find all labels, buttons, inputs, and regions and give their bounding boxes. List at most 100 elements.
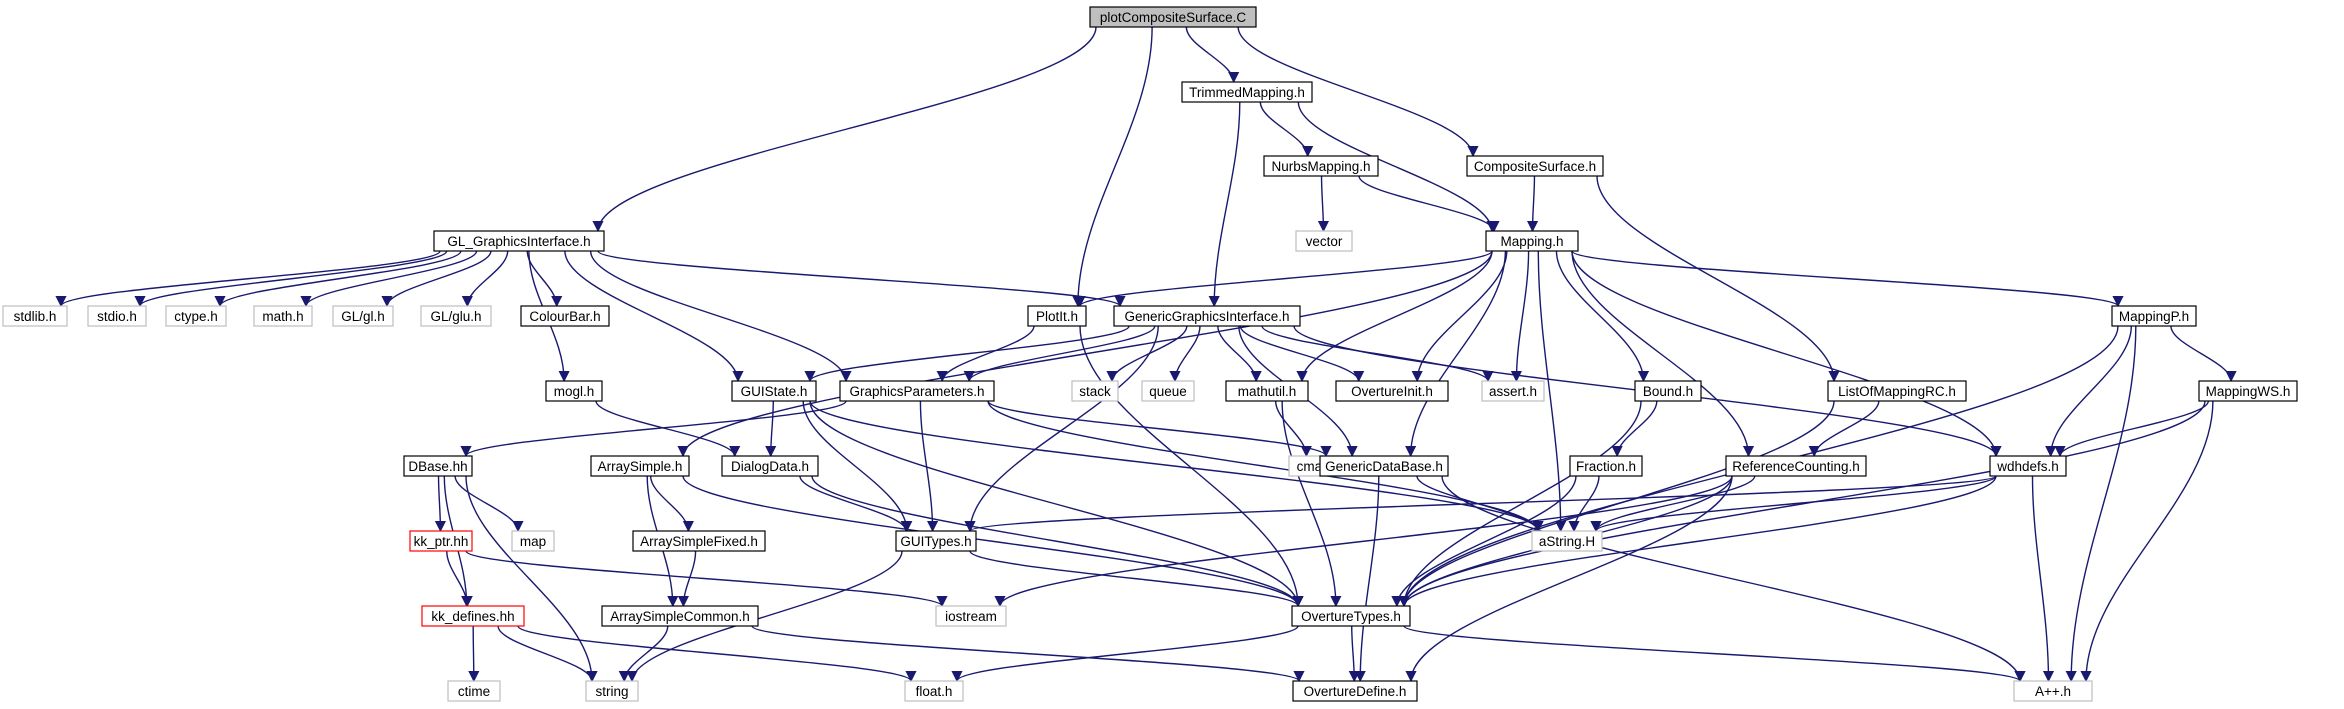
edge-Mapping_h-to-wdhdefs_h	[1571, 250, 2002, 458]
node-stdlib_h: stdlib.h	[2, 305, 68, 327]
node-box	[585, 680, 639, 702]
node-MappingP_h[interactable]: MappingP.h	[2111, 305, 2197, 327]
node-label: OvertureInit.h	[1351, 384, 1433, 399]
edge-GUIState_h-to-aString_H	[809, 400, 1544, 533]
edge-kk_defines_hh-to-ctime	[468, 625, 480, 683]
edge-PlotIt_h-to-GraphicsParameters_h	[936, 325, 1035, 383]
edge-ListOfMappingRC_h-to-OvertureTypes_h	[1398, 400, 1835, 608]
node-Fraction_h[interactable]: Fraction.h	[1569, 455, 1643, 477]
node-box	[1725, 455, 1867, 477]
node-label: string	[595, 684, 628, 699]
node-MappingWS_h[interactable]: MappingWS.h	[2198, 380, 2298, 402]
node-wdhdefs_h[interactable]: wdhdefs.h	[1989, 455, 2067, 477]
node-CompositeSurface_h[interactable]: CompositeSurface.h	[1466, 155, 1604, 177]
edge-kk_ptr_hh-to-kk_defines_hh	[446, 550, 473, 608]
node-box	[731, 380, 817, 402]
edge-CompositeSurface_h-to-ListOfMappingRC_h	[1596, 175, 1840, 383]
node-aString_H: aString.H	[1531, 530, 1603, 552]
node-box	[632, 530, 766, 552]
node-NurbsMapping_h[interactable]: NurbsMapping.h	[1263, 155, 1379, 177]
edge-NurbsMapping_h-to-Mapping_h	[1358, 175, 1500, 233]
node-DialogData_h[interactable]: DialogData.h	[721, 455, 819, 477]
edge-OvertureTypes_h-to-float_h	[951, 625, 1299, 683]
node-GUITypes_h[interactable]: GUITypes.h	[895, 530, 977, 552]
node-GUIState_h[interactable]: GUIState.h	[731, 380, 817, 402]
node-box	[1466, 155, 1604, 177]
node-kk_ptr_hh[interactable]: kk_ptr.hh	[409, 530, 473, 552]
edge-GL_GraphicsInterface_h-to-GenericGraphicsInterface_h	[597, 250, 1126, 308]
node-label: MappingP.h	[2119, 309, 2189, 324]
node-label: float.h	[916, 684, 953, 699]
node-label: A++.h	[2035, 684, 2071, 699]
edge-DBase_hh-to-kk_ptr_hh	[434, 475, 447, 533]
node-box	[590, 455, 690, 477]
node-ArraySimpleCommon_h[interactable]: ArraySimpleCommon.h	[601, 605, 759, 627]
node-label: GenericDataBase.h	[1325, 459, 1443, 474]
edge-MappingP_h-to-MappingWS_h	[2170, 325, 2237, 383]
node-label: kk_defines.hh	[431, 609, 514, 624]
node-box	[447, 680, 501, 702]
edge-TrimmedMapping_h-to-Mapping_h	[1297, 101, 1498, 233]
node-box	[403, 455, 473, 477]
node-vector: vector	[1295, 230, 1353, 252]
node-OvertureTypes_h[interactable]: OvertureTypes.h	[1291, 605, 1411, 627]
node-box	[839, 380, 995, 402]
edge-GL_GraphicsInterface_h-to-GraphicsParameters_h	[589, 250, 852, 383]
edge-ArraySimple_h-to-ArraySimpleFixed_h	[649, 475, 694, 533]
node-label: GL_GraphicsInterface.h	[447, 234, 590, 249]
edge-GL_GraphicsInterface_h-to-GUIState_h	[564, 250, 744, 383]
node-label: OvertureTypes.h	[1301, 609, 1401, 624]
edge-OvertureTypes_h-to-OvertureDefine_h	[1348, 625, 1360, 683]
node-OvertureInit_h[interactable]: OvertureInit.h	[1335, 380, 1449, 402]
node-stack: stack	[1071, 380, 1119, 402]
node-box	[253, 305, 313, 327]
node-box	[520, 305, 610, 327]
node-Bound_h[interactable]: Bound.h	[1634, 380, 1702, 402]
node-label: mogl.h	[554, 384, 595, 399]
node-label: DBase.hh	[408, 459, 467, 474]
edge-ArraySimpleFixed_h-to-ArraySimpleCommon_h	[677, 550, 697, 608]
edge-Mapping_h-to-GenericDataBase_h	[1405, 250, 1507, 458]
node-GenericGraphicsInterface_h[interactable]: GenericGraphicsInterface.h	[1113, 305, 1301, 327]
node-ColourBar_h[interactable]: ColourBar.h	[520, 305, 610, 327]
node-label: stdlib.h	[14, 309, 57, 324]
node-GL_glu_h: GL/glu.h	[420, 305, 492, 327]
node-ReferenceCounting_h[interactable]: ReferenceCounting.h	[1725, 455, 1867, 477]
edge-mathutil_h-to-cmath	[1274, 400, 1312, 458]
node-kk_defines_hh[interactable]: kk_defines.hh	[421, 605, 525, 627]
node-GenericDataBase_h[interactable]: GenericDataBase.h	[1319, 455, 1449, 477]
node-label: kk_ptr.hh	[414, 534, 469, 549]
node-Mapping_h[interactable]: Mapping.h	[1485, 230, 1579, 252]
node-label: GUIState.h	[741, 384, 808, 399]
node-OvertureDefine_h[interactable]: OvertureDefine.h	[1292, 680, 1418, 702]
node-label: GUITypes.h	[900, 534, 971, 549]
node-mathutil_h[interactable]: mathutil.h	[1225, 380, 1309, 402]
edge-GenericGraphicsInterface_h-to-mathutil_h	[1217, 325, 1262, 383]
edge-GL_GraphicsInterface_h-to-GL_gl_h	[381, 250, 492, 308]
node-ArraySimpleFixed_h[interactable]: ArraySimpleFixed.h	[632, 530, 766, 552]
node-box	[421, 605, 525, 627]
node-TrimmedMapping_h[interactable]: TrimmedMapping.h	[1181, 81, 1313, 103]
edge-DBase_hh-to-map	[454, 475, 524, 533]
node-label: vector	[1306, 234, 1343, 249]
node-App_h: A++.h	[2013, 680, 2093, 702]
node-GL_gl_h: GL/gl.h	[332, 305, 394, 327]
edge-GraphicsParameters_h-to-GUITypes_h	[919, 400, 939, 533]
node-plotCompositeSurface_C[interactable]: plotCompositeSurface.C	[1089, 6, 1257, 28]
edge-GL_GraphicsInterface_h-to-ColourBar_h	[526, 250, 563, 308]
node-mogl_h[interactable]: mogl.h	[545, 380, 603, 402]
node-ListOfMappingRC_h[interactable]: ListOfMappingRC.h	[1827, 380, 1967, 402]
node-box	[721, 455, 819, 477]
edge-MappingP_h-to-wdhdefs_h	[2045, 325, 2133, 458]
node-float_h: float.h	[904, 680, 964, 702]
node-box	[1089, 6, 1257, 28]
node-PlotIt_h[interactable]: PlotIt.h	[1027, 305, 1087, 327]
edge-PlotIt_h-to-OvertureTypes_h	[1079, 325, 1304, 608]
node-ArraySimple_h[interactable]: ArraySimple.h	[590, 455, 690, 477]
edge-GUIState_h-to-GUITypes_h	[802, 400, 913, 533]
node-label: Mapping.h	[1500, 234, 1563, 249]
node-GraphicsParameters_h[interactable]: GraphicsParameters.h	[839, 380, 995, 402]
node-label: queue	[1149, 384, 1187, 399]
node-DBase_hh[interactable]: DBase.hh	[403, 455, 473, 477]
node-GL_GraphicsInterface_h[interactable]: GL_GraphicsInterface.h	[433, 230, 605, 252]
